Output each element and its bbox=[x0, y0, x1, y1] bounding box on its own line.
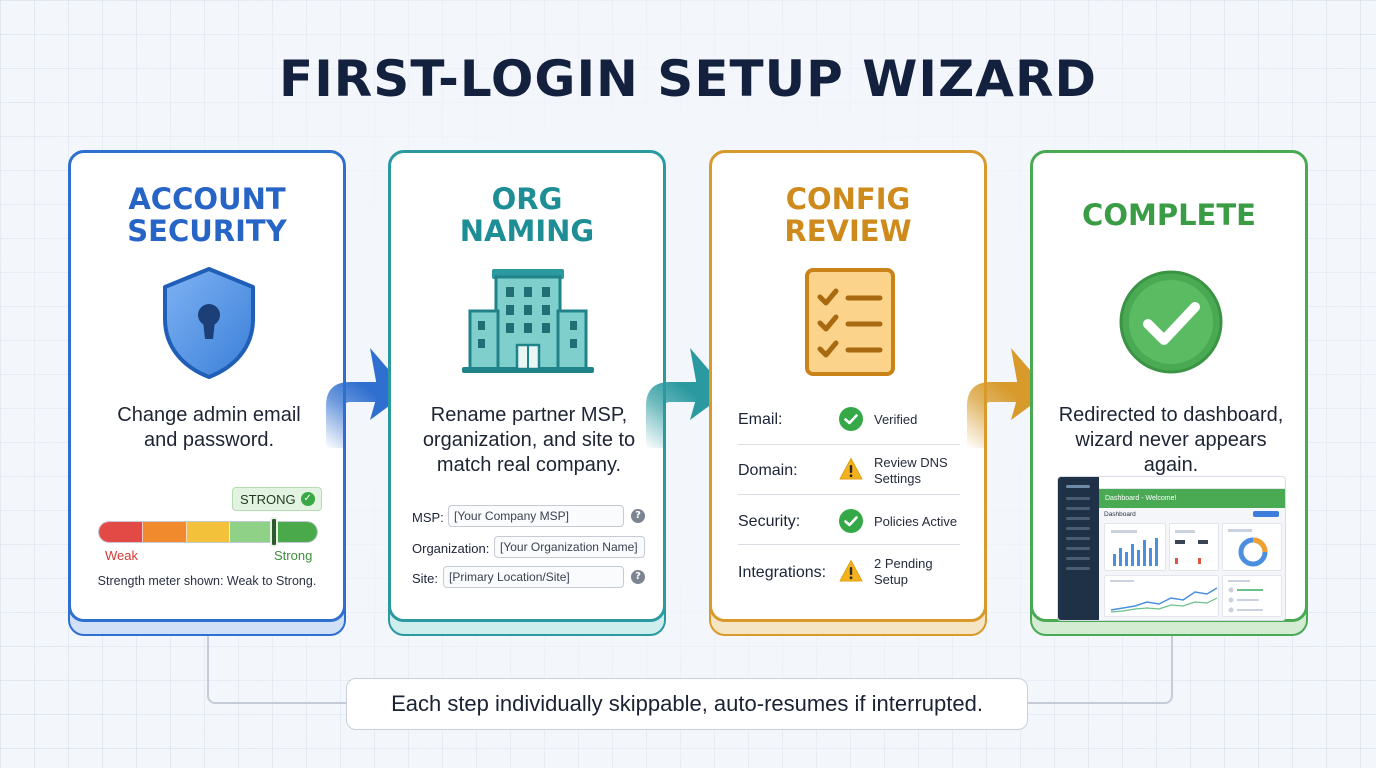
review-row-integrations: Integrations: 2 Pending Setup bbox=[738, 556, 933, 587]
step-description-line1: Redirected to dashboard, bbox=[1058, 404, 1284, 426]
site-field[interactable]: [Primary Location/Site] bbox=[443, 566, 624, 588]
step-description-line3: match real company. bbox=[436, 454, 622, 476]
dashboard-preview: Dashboard - Welcome! Dashboard bbox=[1057, 476, 1286, 621]
meter-weak-label: Weak bbox=[105, 548, 138, 563]
check-circle-icon bbox=[839, 407, 863, 431]
checklist-icon bbox=[805, 268, 895, 376]
dashboard-subtitle: Dashboard bbox=[1104, 511, 1136, 518]
check-circle-icon bbox=[1119, 270, 1223, 374]
dashboard-banner: Dashboard - Welcome! bbox=[1099, 489, 1285, 508]
password-strength-meter bbox=[98, 521, 318, 543]
shield-lock-icon bbox=[163, 267, 255, 379]
step-title-line1: ORG bbox=[491, 182, 563, 216]
strength-badge: STRONG ✓ bbox=[232, 487, 322, 511]
dashboard-list-panel bbox=[1222, 575, 1282, 617]
step-card-account-security: ACCOUNT SECURITY Change admin email and … bbox=[68, 150, 346, 636]
footnote: Each step individually skippable, auto-r… bbox=[346, 678, 1028, 730]
line-chart-icon bbox=[1110, 580, 1218, 613]
organization-label: Organization: bbox=[412, 541, 490, 556]
bar-chart-icon bbox=[1111, 530, 1158, 566]
step-card-config-review: CONFIG REVIEW Email: Verified Domain: bbox=[709, 150, 987, 636]
step-title-line2: REVIEW bbox=[784, 214, 912, 248]
meter-strong-label: Strong bbox=[274, 548, 313, 563]
donut-chart-icon bbox=[1228, 529, 1268, 567]
warning-icon bbox=[839, 458, 863, 480]
building-icon bbox=[462, 269, 594, 373]
step-description-line1: Change admin email bbox=[117, 404, 301, 426]
dashboard-sidebar bbox=[1058, 477, 1099, 620]
step-title-line1: CONFIG bbox=[785, 182, 911, 216]
check-icon: ✓ bbox=[300, 492, 315, 506]
site-label: Site: bbox=[412, 571, 439, 586]
help-icon[interactable]: ? bbox=[631, 509, 645, 523]
step-description-line2: organization, and site to bbox=[422, 429, 636, 451]
dashboard-donut-panel bbox=[1222, 523, 1282, 571]
review-row-email: Email: Verified bbox=[738, 395, 960, 445]
step-card-complete: COMPLETE Redirected to dashboard, wizard… bbox=[1030, 150, 1308, 636]
organization-field[interactable]: [Your Organization Name] bbox=[494, 536, 645, 558]
warning-icon bbox=[839, 560, 863, 582]
step-description-line1: Rename partner MSP, bbox=[430, 404, 628, 426]
step-description-line2: and password. bbox=[143, 429, 275, 451]
dashboard-line-panel bbox=[1104, 575, 1219, 617]
page-title: FIRST-LOGIN SETUP WIZARD bbox=[279, 50, 1097, 108]
meter-indicator bbox=[270, 517, 278, 547]
review-row-security: Security: Policies Active bbox=[738, 495, 960, 545]
help-icon[interactable]: ? bbox=[631, 570, 645, 584]
check-circle-icon bbox=[839, 509, 863, 533]
meter-caption: Strength meter shown: Weak to Strong. bbox=[97, 574, 317, 588]
dashboard-stats-panel bbox=[1169, 523, 1219, 571]
step-card-org-naming: ORG NAMING Rename partner MSP, organizat… bbox=[388, 150, 666, 636]
step-title: COMPLETE bbox=[1082, 198, 1256, 232]
review-row-domain: Domain: Review DNS Settings bbox=[738, 445, 960, 495]
msp-label: MSP: bbox=[412, 510, 444, 525]
step-title-line2: NAMING bbox=[459, 214, 595, 248]
dashboard-chart-panel bbox=[1104, 523, 1166, 571]
step-title-line1: ACCOUNT bbox=[128, 182, 286, 216]
step-description-line3: again. bbox=[1143, 454, 1199, 476]
msp-field[interactable]: [Your Company MSP] bbox=[448, 505, 624, 527]
step-title-line2: SECURITY bbox=[127, 214, 287, 248]
step-description-line2: wizard never appears bbox=[1075, 429, 1267, 451]
